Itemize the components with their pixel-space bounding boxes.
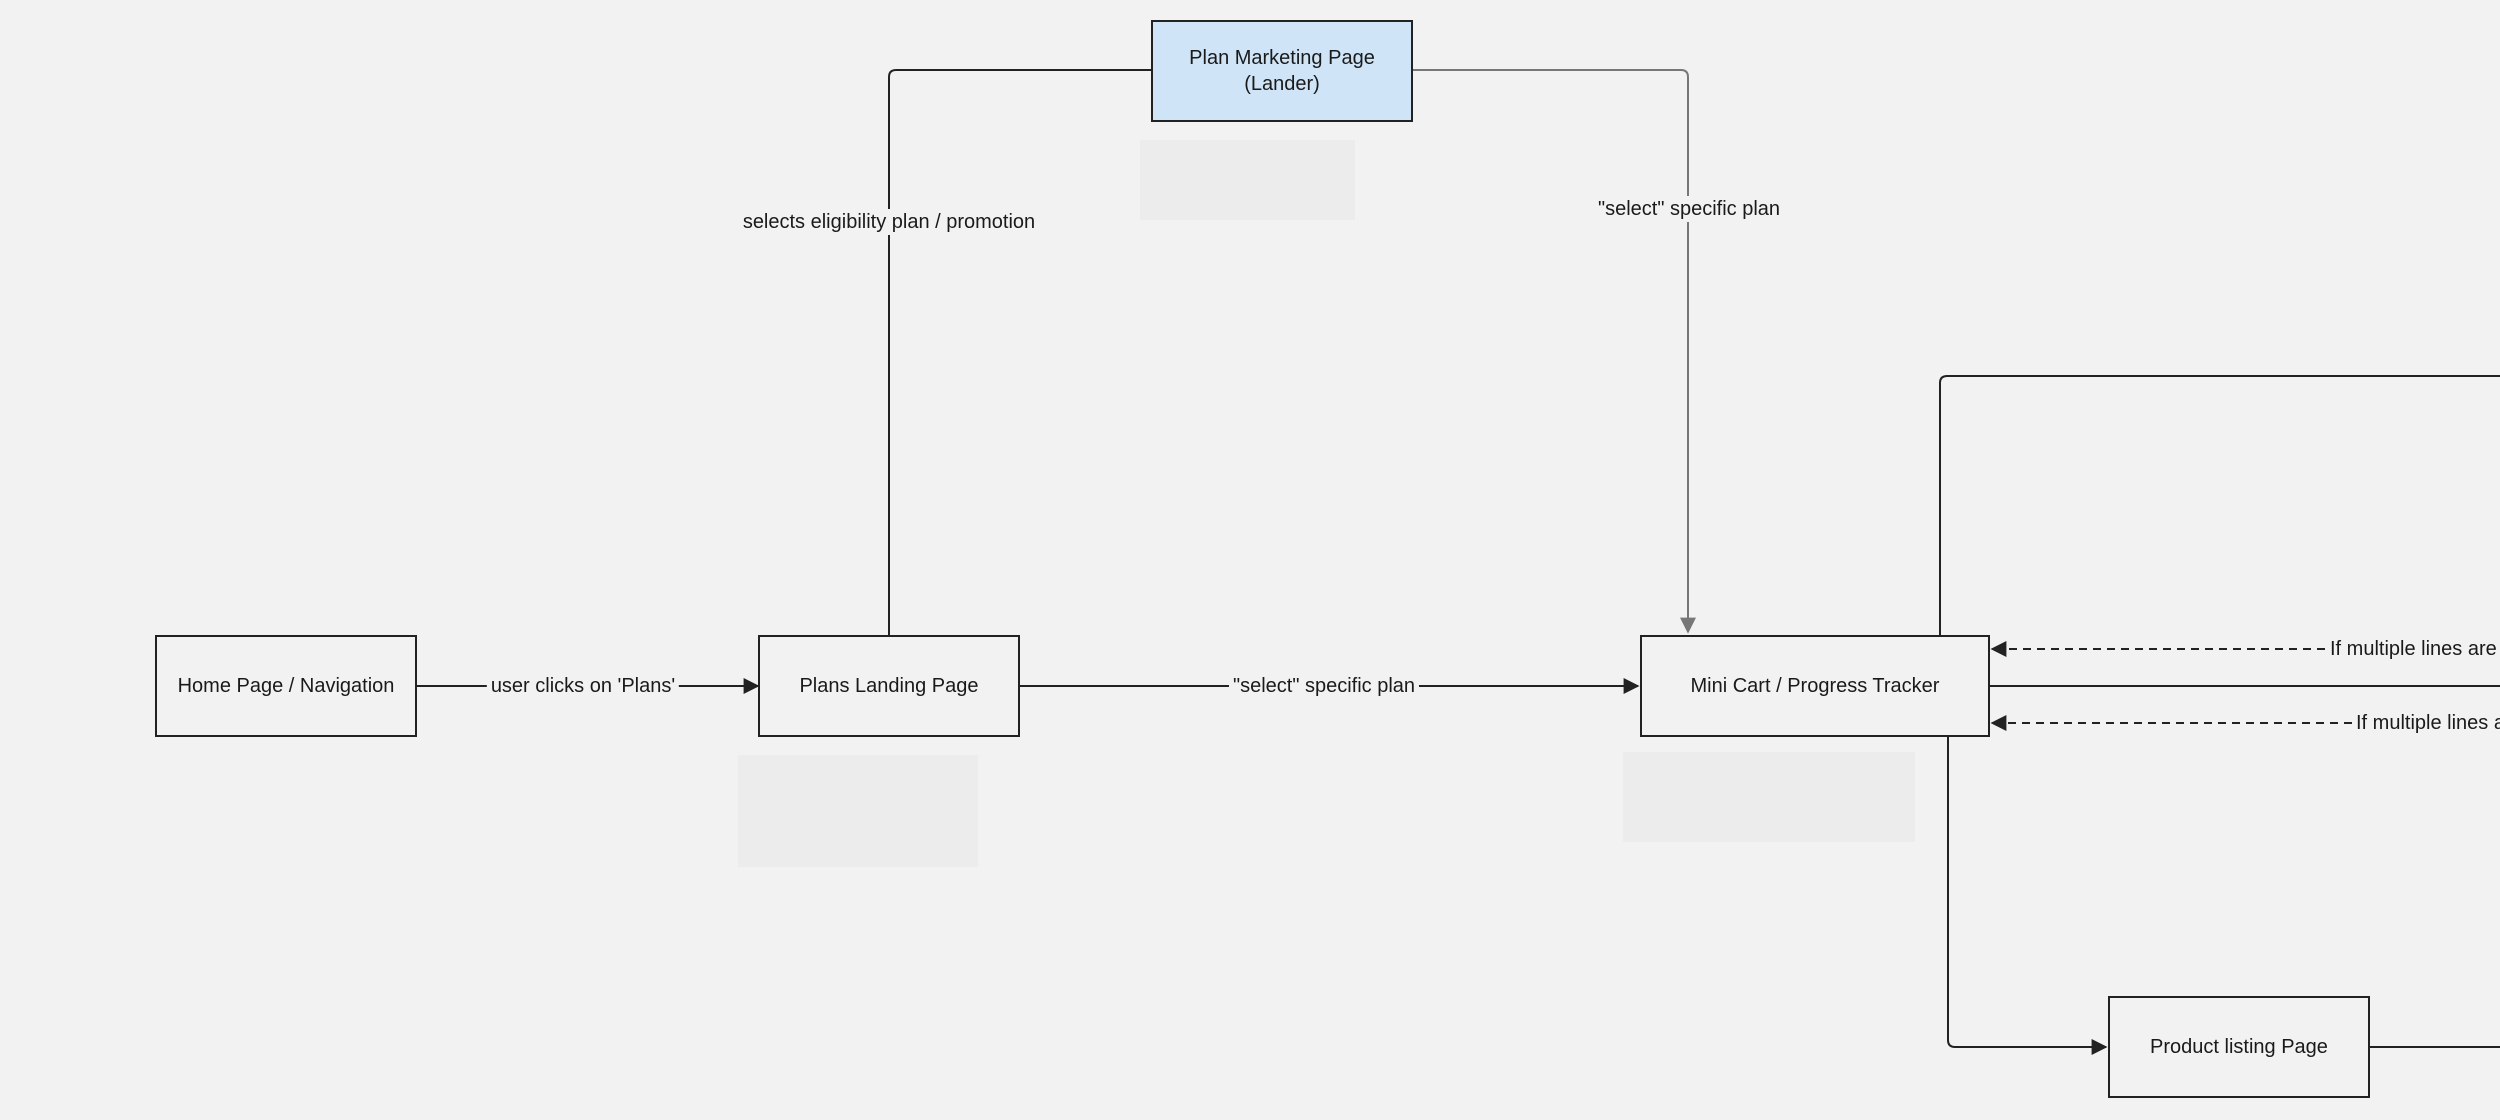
node-label: Plans Landing Page	[799, 675, 979, 697]
edge-lander-to-cart	[1412, 69, 1696, 634]
node-plans-landing-page[interactable]: Plans Landing Page	[758, 635, 1020, 737]
node-label-line1: Plan Marketing Page	[1189, 47, 1375, 69]
node-label: Product listing Page	[2150, 1036, 2328, 1058]
node-label: Home Page / Navigation	[177, 675, 395, 697]
placeholder-block	[738, 755, 978, 867]
edge-plans-to-lander	[888, 69, 1152, 635]
edge-label-home-to-plans: user clicks on 'Plans'	[486, 673, 680, 699]
edge-cart-to-product-listing	[1947, 737, 2108, 1055]
node-product-listing-page[interactable]: Product listing Page	[2108, 996, 2370, 1098]
edge-cart-top-out	[1939, 375, 2500, 635]
node-label-line2: (Lander)	[1244, 73, 1320, 95]
placeholder-block	[1623, 752, 1915, 842]
node-plan-marketing-page[interactable]: Plan Marketing Page (Lander)	[1151, 20, 1413, 122]
edge-label-multi-lines-1: If multiple lines are	[2326, 636, 2500, 662]
node-mini-cart[interactable]: Mini Cart / Progress Tracker	[1640, 635, 1990, 737]
edge-label-plans-to-cart: "select" specific plan	[1228, 673, 1420, 699]
edge-label-lander-to-cart: "select" specific plan	[1593, 196, 1785, 222]
placeholder-block	[1140, 140, 1355, 220]
edge-label-plans-to-lander: selects eligibility plan / promotion	[738, 209, 1040, 235]
node-home-page[interactable]: Home Page / Navigation	[155, 635, 417, 737]
edge-label-multi-lines-2: If multiple lines a	[2352, 710, 2500, 736]
node-label: Mini Cart / Progress Tracker	[1690, 675, 1940, 697]
